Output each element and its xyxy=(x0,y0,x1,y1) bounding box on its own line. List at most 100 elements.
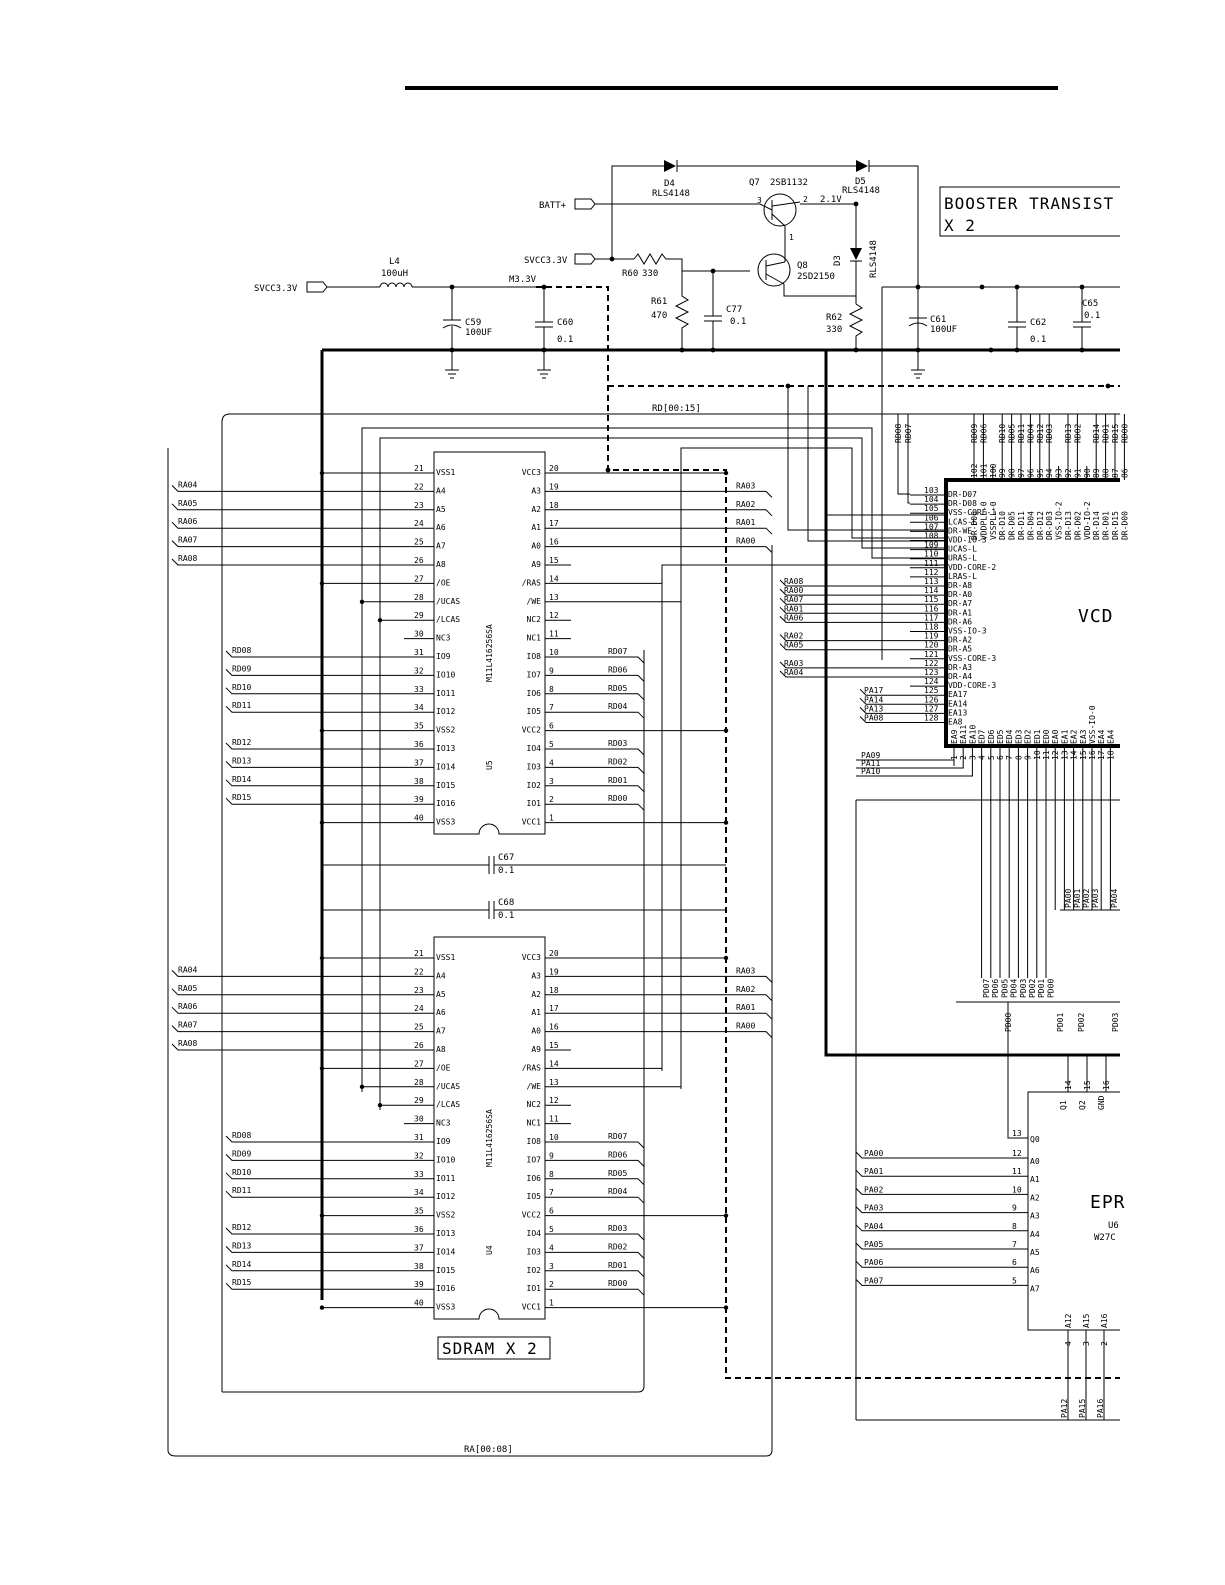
eprom-net-label: PA06 xyxy=(864,1258,883,1267)
r60-ref: R60 xyxy=(622,269,638,279)
net-wire xyxy=(225,1264,404,1272)
rd-bus-label: RD[00:15] xyxy=(652,404,701,414)
pin-name: /OE xyxy=(436,1063,451,1072)
ground-symbols xyxy=(445,350,925,379)
vcd-net-label: RD06 xyxy=(979,424,988,443)
r60-value: 330 xyxy=(642,269,658,279)
vcd-pin-name: DR-A7 xyxy=(948,599,972,608)
eprom-pin-number: 16 xyxy=(1102,1080,1111,1090)
vcd-pin-name: EA17 xyxy=(948,690,967,699)
net-label: RA03 xyxy=(736,481,755,490)
net-label: RD03 xyxy=(608,1224,627,1233)
eprom-pin-name: Q2 xyxy=(1078,1100,1087,1110)
vcd-chip: VCD DR-D07103DR-D08104VSS-CORE-1105LCAS-… xyxy=(779,414,1129,978)
pin-name: A1 xyxy=(531,523,541,532)
net-wire xyxy=(225,669,404,676)
net-wire xyxy=(571,1196,645,1204)
vcd-pin-name: EA9 xyxy=(950,729,959,744)
vcd-pin-number: 112 xyxy=(924,568,939,577)
pin-number: 21 xyxy=(414,949,424,958)
pin-number: 3 xyxy=(549,1262,554,1271)
vcd-net-label: PA10 xyxy=(861,767,880,776)
net-wire xyxy=(571,674,645,682)
eprom-net-label: PA15 xyxy=(1078,1399,1087,1418)
pin-name: VCC1 xyxy=(522,818,541,827)
net-label: RA01 xyxy=(736,518,755,527)
pin-name: /WE xyxy=(527,597,542,606)
net-wire xyxy=(171,1025,404,1033)
net-label: RD04 xyxy=(608,1187,627,1196)
vcd-pin-name: VSS-IO-0 xyxy=(1088,705,1097,744)
net-wire xyxy=(171,540,404,548)
eprom-pin-name: A2 xyxy=(1030,1193,1040,1202)
pin-name: /UCAS xyxy=(436,1082,460,1091)
eprom-net-label: PA02 xyxy=(864,1185,883,1194)
eprom-net-label: PA16 xyxy=(1096,1399,1105,1418)
junction-dot xyxy=(710,268,716,274)
vcd-pin-name: EA10 xyxy=(968,725,977,744)
junction-dot xyxy=(449,347,455,353)
pa-bus-label: PA04 xyxy=(1110,889,1119,908)
pin-name: NC3 xyxy=(436,634,451,643)
pin-name: /WE xyxy=(527,1082,542,1091)
c67-ref: C67 xyxy=(498,853,514,863)
pd-bus-label: PD01 xyxy=(1037,979,1046,998)
eprom-pin-number: 2 xyxy=(1100,1341,1109,1346)
vcd-pin-name: VDDPLL-0 xyxy=(979,501,988,540)
eprom-pin-name: A12 xyxy=(1064,1313,1073,1328)
c68-ref: C68 xyxy=(498,898,514,908)
vcd-pin-name: DR-D02 xyxy=(1073,511,1082,540)
junction-dot xyxy=(988,347,994,353)
junction-dot xyxy=(319,1066,325,1071)
net-label: RA04 xyxy=(178,480,197,489)
pin-number: 6 xyxy=(549,1207,554,1216)
eprom-pin-number: 11 xyxy=(1012,1167,1022,1176)
eprom-net-label: PA12 xyxy=(1060,1399,1069,1418)
sdram-chips: M11L416256SAU5VSS121A422RA04A523RA05A624… xyxy=(171,386,946,1320)
svcc-label-a: SVCC3.3V xyxy=(254,284,298,294)
pin-name: VSS2 xyxy=(436,1211,455,1220)
pin-number: 24 xyxy=(414,519,424,528)
pa-bus-label: PA03 xyxy=(1091,889,1100,908)
vcd-pin-number: 106 xyxy=(924,513,939,522)
vcd-pin-number: 123 xyxy=(924,668,939,677)
pin-name: A3 xyxy=(531,486,541,495)
pin-number: 11 xyxy=(549,1115,559,1124)
vcd-net-label: RD08 xyxy=(894,424,903,443)
vcd-net-label: RA00 xyxy=(784,586,803,595)
net-wire xyxy=(571,1270,645,1278)
net-wire xyxy=(225,1246,404,1253)
net-wire xyxy=(571,1288,645,1296)
net-label: RA07 xyxy=(178,1021,197,1030)
pin-number: 3 xyxy=(549,777,554,786)
svg-text:1: 1 xyxy=(789,233,794,242)
pin-name: IO4 xyxy=(527,744,542,753)
control-line xyxy=(680,447,946,1089)
vcd-pin-name: DR-D08 xyxy=(948,499,977,508)
vcd-pin-name: VSS-CORE-1 xyxy=(948,508,996,517)
net-label: RD15 xyxy=(232,1278,251,1287)
pin-name: IO5 xyxy=(527,707,542,716)
pin-name: IO10 xyxy=(436,1155,455,1164)
vcd-pin-number: 122 xyxy=(924,659,939,668)
control-line xyxy=(807,386,946,542)
eprom-address-wire xyxy=(855,1188,1028,1195)
vcd-pin-number: 89 xyxy=(1092,468,1101,478)
pin-number: 7 xyxy=(549,703,554,712)
pin-name: VCC3 xyxy=(522,953,541,962)
pin-number: 23 xyxy=(414,986,424,995)
pin-number: 17 xyxy=(549,519,559,528)
pin-number: 14 xyxy=(549,1059,559,1068)
pin-number: 2 xyxy=(549,795,554,804)
pin-number: 27 xyxy=(414,574,424,583)
pin-number: 12 xyxy=(549,1096,559,1105)
eprom-net-label: PA05 xyxy=(864,1240,883,1249)
c61-ref: C61 xyxy=(930,315,946,325)
vcd-pin-number: 87 xyxy=(1111,468,1120,478)
pin-number: 13 xyxy=(549,593,559,602)
eprom-pin-name: GND xyxy=(1097,1095,1106,1110)
pin-number: 26 xyxy=(414,1041,424,1050)
vcd-net-label: RD10 xyxy=(998,424,1007,443)
pin-number: 15 xyxy=(549,556,559,565)
vcd-pin-number: 91 xyxy=(1073,468,1082,478)
